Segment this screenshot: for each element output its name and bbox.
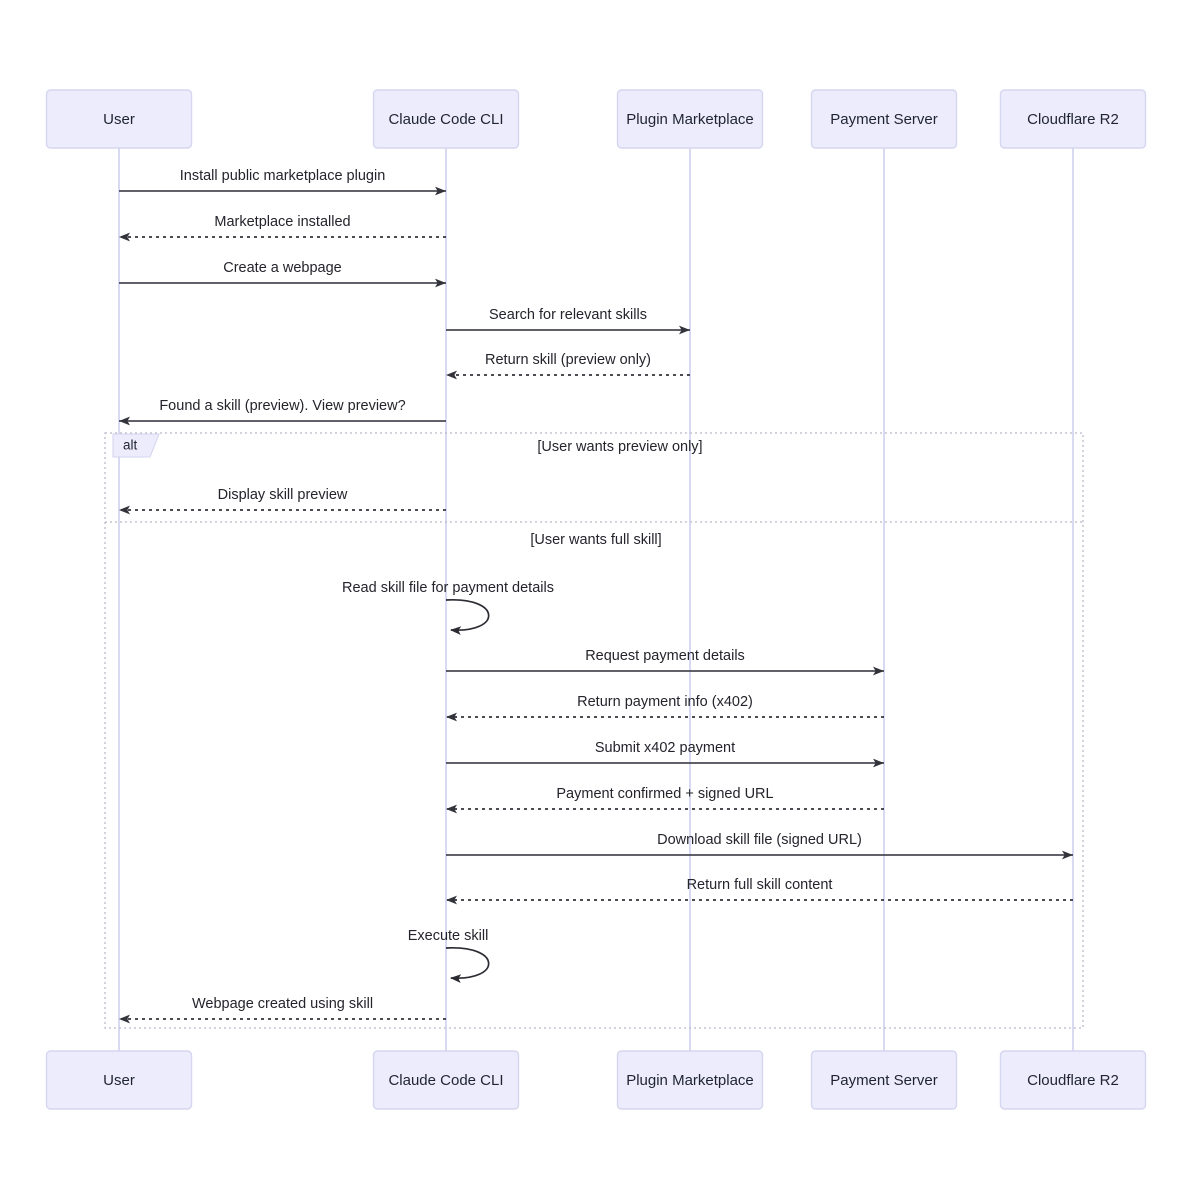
message-5: Return skill (preview only)	[446, 352, 690, 380]
message-label: Request payment details	[585, 648, 745, 664]
self-message-loop	[445, 599, 490, 635]
actor-user-top[interactable]: User	[45, 89, 193, 149]
message-label: Webpage created using skill	[192, 996, 373, 1012]
message-9: Request payment details	[446, 648, 884, 676]
alt-condition-label-2: [User wants full skill]	[530, 532, 661, 548]
message-label: Read skill file for payment details	[342, 580, 554, 596]
message-label: Return skill (preview only)	[485, 352, 651, 368]
message-label: Marketplace installed	[214, 214, 350, 230]
message-label: Download skill file (signed URL)	[657, 832, 862, 848]
message-15: Execute skill	[408, 928, 490, 983]
message-3: Create a webpage	[119, 260, 446, 288]
message-8: Read skill file for payment details	[342, 580, 554, 635]
actor-box-background	[45, 1050, 193, 1110]
message-label: Install public marketplace plugin	[180, 168, 386, 184]
actor-name-label: Cloudflare R2	[1027, 111, 1119, 128]
actor-name-label: User	[103, 1072, 135, 1089]
actor-box-background	[372, 89, 520, 149]
self-message-loop	[445, 947, 490, 983]
actor-cli-bottom[interactable]: Claude Code CLI	[372, 1050, 520, 1110]
message-6: Found a skill (preview). View preview?	[119, 398, 446, 426]
fragment-layer: alt [User wants preview only] [User wants …	[104, 432, 1084, 1029]
actor-marketplace-top[interactable]: Plugin Marketplace	[616, 89, 764, 149]
message-12: Payment confirmed + signed URL	[446, 786, 884, 814]
actor-box-background	[810, 89, 958, 149]
actor-name-label: Payment Server	[830, 111, 938, 128]
message-13: Download skill file (signed URL)	[446, 832, 1073, 860]
message-label: Execute skill	[408, 928, 489, 944]
actor-r2-bottom[interactable]: Cloudflare R2	[999, 1050, 1147, 1110]
message-16: Webpage created using skill	[119, 996, 446, 1024]
alt-fragment-frame	[104, 432, 1084, 1029]
message-7: Display skill preview	[119, 487, 446, 515]
message-10: Return payment info (x402)	[446, 694, 884, 722]
actor-payment-top[interactable]: Payment Server	[810, 89, 958, 149]
actor-box-background	[810, 1050, 958, 1110]
message-label: Search for relevant skills	[489, 307, 647, 323]
message-label: Create a webpage	[223, 260, 342, 276]
actor-payment-bottom[interactable]: Payment Server	[810, 1050, 958, 1110]
message-14: Return full skill content	[446, 877, 1073, 905]
alt-tag-label: alt	[123, 438, 138, 453]
message-label: Display skill preview	[218, 487, 348, 503]
message-11: Submit x402 payment	[446, 740, 884, 768]
message-label: Payment confirmed + signed URL	[556, 786, 773, 802]
actor-box-background	[999, 1050, 1147, 1110]
actor-box-background	[372, 1050, 520, 1110]
message-4: Search for relevant skills	[446, 307, 690, 335]
alt-tag-background	[112, 433, 160, 458]
message-1: Install public marketplace plugin	[119, 168, 446, 196]
actor-name-label: Plugin Marketplace	[626, 1072, 754, 1089]
alt-condition-label-1: [User wants preview only]	[537, 439, 702, 455]
actor-r2-top[interactable]: Cloudflare R2	[999, 89, 1147, 149]
actor-box-background	[616, 89, 764, 149]
actor-name-label: Claude Code CLI	[388, 111, 503, 128]
actor-box-background	[616, 1050, 764, 1110]
actor-box-background	[999, 89, 1147, 149]
actor-name-label: Payment Server	[830, 1072, 938, 1089]
message-label: Submit x402 payment	[595, 740, 735, 756]
actor-user-bottom[interactable]: User	[45, 1050, 193, 1110]
actor-cli-top[interactable]: Claude Code CLI	[372, 89, 520, 149]
actor-box-background	[45, 89, 193, 149]
message-2: Marketplace installed	[119, 214, 446, 242]
actor-name-label: Plugin Marketplace	[626, 111, 754, 128]
message-label: Return full skill content	[687, 877, 833, 893]
actor-name-label: User	[103, 111, 135, 128]
actor-marketplace-bottom[interactable]: Plugin Marketplace	[616, 1050, 764, 1110]
actor-name-label: Cloudflare R2	[1027, 1072, 1119, 1089]
message-label: Found a skill (preview). View preview?	[159, 398, 405, 414]
messages-layer: Install public marketplace pluginMarketp…	[119, 168, 1073, 1024]
message-label: Return payment info (x402)	[577, 694, 753, 710]
actor-name-label: Claude Code CLI	[388, 1072, 503, 1089]
